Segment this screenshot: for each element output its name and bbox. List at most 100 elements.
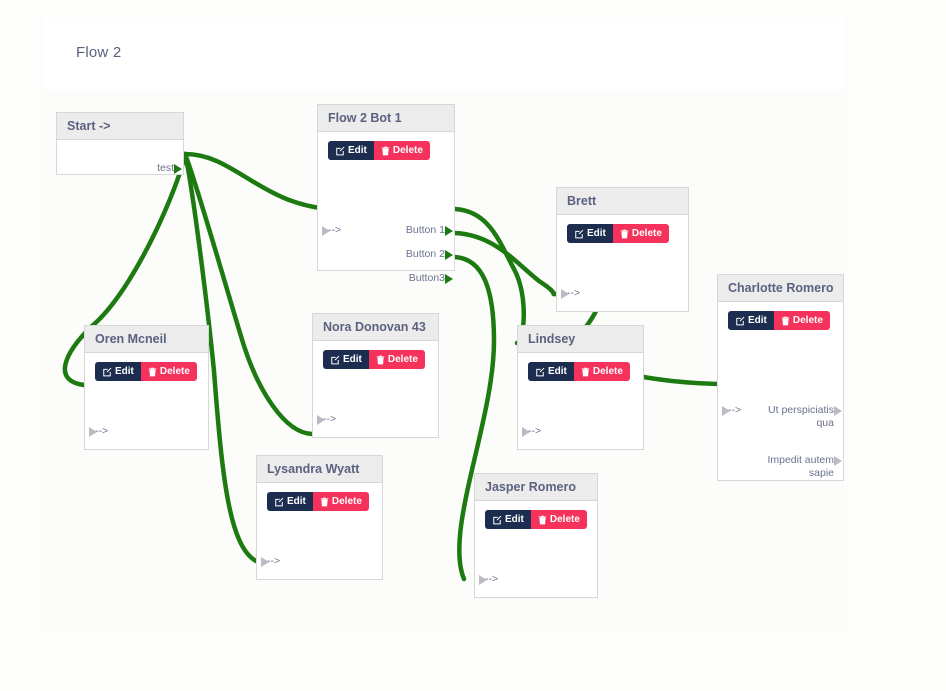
trash-icon [148,367,157,376]
node-actions: Edit Delete [557,215,688,243]
trash-icon [781,316,790,325]
node-oren[interactable]: Oren Mcneil Edit [84,325,209,450]
node-title: Start -> [57,113,183,140]
node-body: Edit Delete --> [557,215,688,312]
edit-button-label: Edit [505,514,524,525]
node-title: Flow 2 Bot 1 [318,105,454,132]
trash-icon [538,515,547,524]
delete-button[interactable]: Delete [530,510,587,529]
node-lindsey[interactable]: Lindsey Edit De [517,325,644,450]
port-in[interactable]: --> [561,287,580,300]
pencil-square-icon [575,229,584,238]
port-label: --> [95,425,109,437]
port-arrow-icon [445,226,453,236]
port-label: --> [323,413,337,425]
edit-button[interactable]: Edit [567,224,613,243]
node-title: Oren Mcneil [85,326,208,353]
edit-button[interactable]: Edit [528,362,574,381]
port-arrow-icon [834,406,842,416]
node-jasper[interactable]: Jasper Romero Edit [474,473,598,598]
delete-button[interactable]: Delete [612,224,669,243]
pencil-square-icon [103,367,112,376]
node-body: Edit Delete --> Ut perspiciatis [718,302,843,481]
pencil-square-icon [736,316,745,325]
delete-button-label: Delete [792,315,823,326]
port-out-button-1[interactable]: Button 1 [406,224,453,237]
edit-button[interactable]: Edit [485,510,531,529]
delete-button[interactable]: Delete [373,141,430,160]
edit-button-label: Edit [348,145,367,156]
port-in[interactable]: --> [322,224,342,237]
port-in[interactable]: --> [522,425,542,438]
delete-button[interactable]: Delete [368,350,425,369]
port-out-impedit-autem[interactable]: Impedit autem sapie [754,454,842,480]
delete-button-label: Delete [392,145,423,156]
delete-button-label: Delete [331,496,362,507]
delete-button[interactable]: Delete [573,362,630,381]
edge-start-to-flow2bot1 [182,151,332,212]
node-actions: Edit Delete [318,132,454,160]
node-flow2bot1[interactable]: Flow 2 Bot 1 Edit [317,104,455,284]
edit-button[interactable]: Edit [728,311,774,330]
node-actions: Edit Delete [85,353,208,381]
trash-icon [376,355,385,364]
edit-button-label: Edit [287,496,306,507]
flow-canvas[interactable]: Start -> test Flow 2 Bot 1 Edi [44,91,844,632]
port-label: --> [728,404,742,416]
port-label: Button 2 [405,248,445,260]
delete-button[interactable]: Delete [773,311,830,330]
pencil-square-icon [336,146,345,155]
port-in[interactable]: --> [261,555,280,568]
delete-button-label: Delete [387,354,418,365]
edit-button-label: Edit [115,366,134,377]
port-label: --> [328,224,342,236]
node-title: Nora Donovan 43 [313,314,438,341]
edit-button[interactable]: Edit [323,350,369,369]
node-charlotte[interactable]: Charlotte Romero Edit [717,274,844,481]
node-body: Edit Delete --> Button 1 [318,132,454,284]
delete-button[interactable]: Delete [312,492,369,511]
port-in[interactable]: --> [89,425,109,438]
pencil-square-icon [493,515,502,524]
node-nora[interactable]: Nora Donovan 43 Edit [312,313,439,438]
port-label: --> [528,425,542,437]
delete-button[interactable]: Delete [140,362,197,381]
port-in[interactable]: --> [317,413,337,426]
port-arrow-icon [722,406,730,416]
port-in[interactable]: --> [479,573,498,586]
pencil-square-icon [275,497,284,506]
node-body: Edit Delete --> [313,341,438,438]
port-in[interactable]: --> [722,404,742,417]
edit-button[interactable]: Edit [95,362,141,381]
port-label: Impedit autem sapie [767,454,834,479]
delete-button-label: Delete [549,514,580,525]
edit-button[interactable]: Edit [328,141,374,160]
node-brett[interactable]: Brett Edit Dele [556,187,689,312]
node-title: Brett [557,188,688,215]
node-actions: Edit Delete [718,302,843,330]
delete-button-label: Delete [592,366,623,377]
edit-button-label: Edit [587,228,606,239]
node-actions: Edit Delete [313,341,438,369]
port-arrow-icon [261,557,269,567]
pencil-square-icon [331,355,340,364]
node-start[interactable]: Start -> test [56,112,184,175]
port-label: test [157,162,174,174]
port-out-button-2[interactable]: Button 2 [405,248,453,261]
node-actions: Edit Delete [475,501,597,529]
edit-button-label: Edit [548,366,567,377]
port-arrow-icon [834,456,842,466]
node-body: Edit Delete --> [518,353,643,450]
trash-icon [320,497,329,506]
port-out-test[interactable]: test [157,162,182,175]
trash-icon [581,367,590,376]
edit-button[interactable]: Edit [267,492,313,511]
node-lysandra[interactable]: Lysandra Wyatt Edit [256,455,383,580]
port-arrow-icon [445,274,453,284]
port-out-button-3[interactable]: Button3 [408,272,453,285]
trash-icon [381,146,390,155]
port-out-ut-perspiciatis[interactable]: Ut perspiciatis qua [754,404,842,430]
port-arrow-icon [561,289,569,299]
port-label: Button3 [408,272,445,284]
